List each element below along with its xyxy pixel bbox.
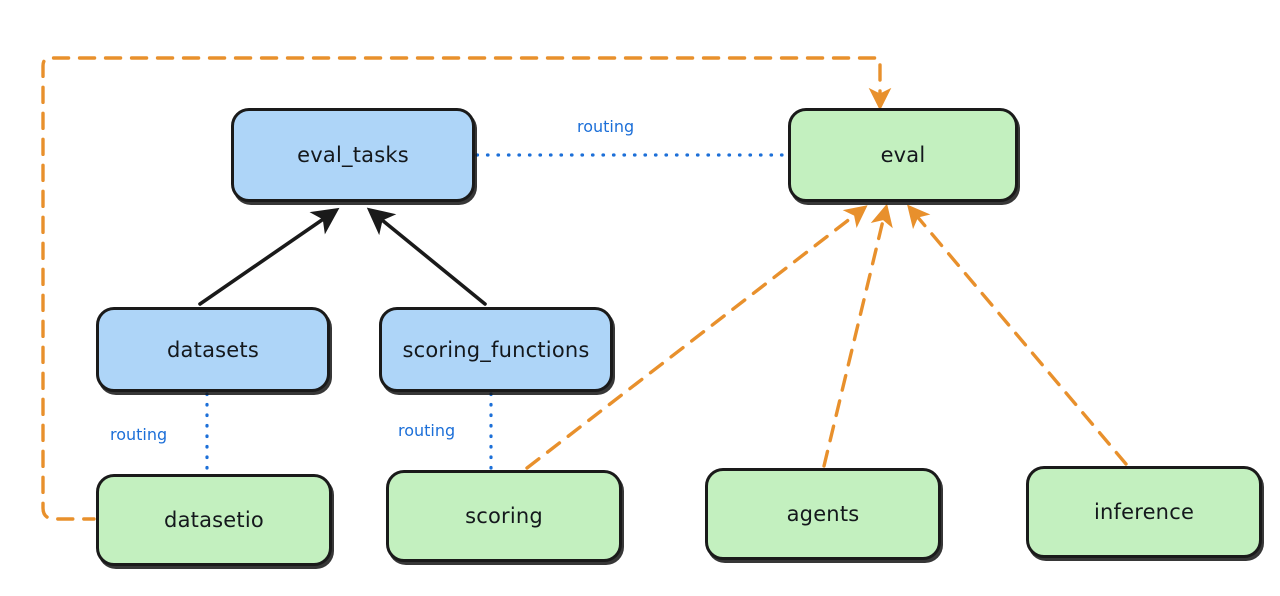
node-label-scoring-functions: scoring_functions <box>402 337 590 362</box>
node-scoring[interactable]: scoring <box>386 470 622 562</box>
node-datasets[interactable]: datasets <box>96 307 330 392</box>
node-label-datasets: datasets <box>167 337 259 362</box>
node-eval-tasks[interactable]: eval_tasks <box>231 108 475 202</box>
node-inference[interactable]: inference <box>1026 466 1262 558</box>
node-eval[interactable]: eval <box>788 108 1018 202</box>
edge-label-routing-eval-tasks-eval: routing <box>577 117 635 136</box>
node-label-eval: eval <box>880 143 926 167</box>
node-agents[interactable]: agents <box>705 468 941 560</box>
node-datasetio[interactable]: datasetio <box>96 474 332 566</box>
edge-inference-to-eval <box>907 204 1128 466</box>
edge-scoring-functions-to-eval-tasks <box>366 207 487 306</box>
node-label-scoring: scoring <box>465 504 543 528</box>
node-label-agents: agents <box>786 502 860 526</box>
node-label-eval-tasks: eval_tasks <box>297 143 409 167</box>
edge-agents-to-eval <box>822 203 893 468</box>
edge-label-routing-scoring-functions-scoring: routing <box>398 421 456 440</box>
edge-label-routing-datasets-datasetio: routing <box>110 425 168 444</box>
node-label-inference: inference <box>1093 500 1195 524</box>
node-label-datasetio: datasetio <box>164 508 264 532</box>
node-scoring-functions[interactable]: scoring_functions <box>379 307 613 392</box>
edge-datasets-to-eval-tasks <box>198 207 340 306</box>
